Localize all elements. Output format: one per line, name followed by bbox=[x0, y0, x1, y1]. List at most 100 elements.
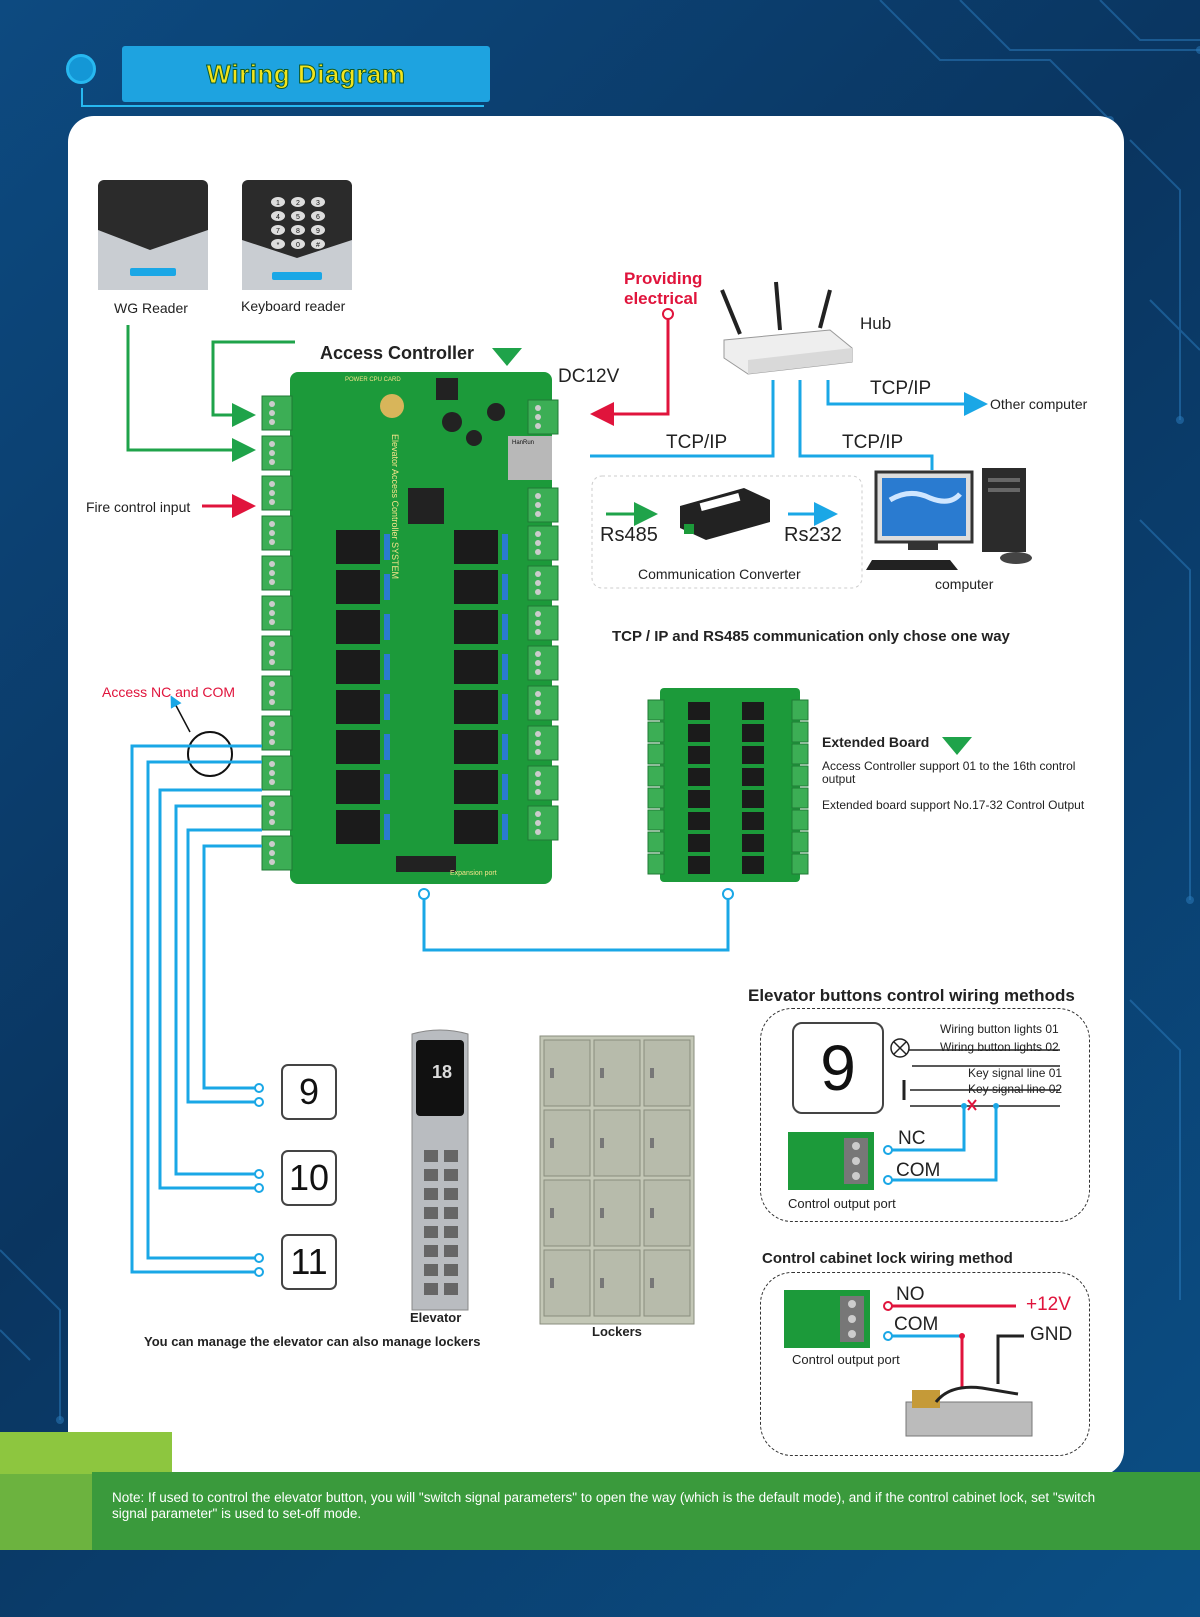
terminal-block bbox=[261, 595, 293, 631]
detail-button-9: 9 bbox=[792, 1022, 884, 1114]
keypad-key bbox=[291, 225, 305, 235]
keypad-key-label: 5 bbox=[296, 214, 300, 221]
other-computer-label: Other computer bbox=[990, 396, 1088, 412]
keypad-key-label: 6 bbox=[316, 214, 320, 221]
no-label: NO bbox=[896, 1284, 925, 1305]
cabinet-wiring-frame bbox=[760, 1272, 1090, 1456]
keypad-key-label: 7 bbox=[276, 228, 280, 235]
nc-label: NC bbox=[898, 1128, 926, 1149]
computer-icon bbox=[866, 468, 1032, 570]
relay bbox=[336, 770, 380, 804]
elevator-key bbox=[424, 1283, 438, 1295]
keypad-key bbox=[291, 197, 305, 207]
elevator-key bbox=[444, 1188, 458, 1200]
terminal-block bbox=[527, 605, 559, 641]
note-bar bbox=[92, 1472, 1200, 1550]
elevator-key bbox=[444, 1169, 458, 1181]
cabinet-wiring-detail bbox=[784, 1290, 1033, 1437]
extended-line-2: Extended board support No.17-32 Control … bbox=[822, 798, 1085, 812]
floor-button-9: 9 bbox=[281, 1064, 337, 1120]
elevator-key bbox=[424, 1226, 438, 1238]
elevator-key bbox=[424, 1207, 438, 1219]
board-silk-top: POWER CPU CARD bbox=[345, 377, 401, 383]
elevator-com-label: COM bbox=[896, 1160, 941, 1181]
elevator-wiring-frame bbox=[760, 1008, 1090, 1222]
relay bbox=[454, 690, 498, 724]
relay-array bbox=[336, 530, 508, 844]
elevator-panel-icon bbox=[411, 1029, 469, 1311]
elevator-key bbox=[444, 1226, 458, 1238]
keypad-key-label: 4 bbox=[276, 214, 280, 221]
keypad-key bbox=[311, 211, 325, 221]
hub-router-icon bbox=[720, 281, 853, 375]
keypad-key-label: * bbox=[277, 242, 280, 249]
relay bbox=[336, 610, 380, 644]
elevator-port-label: Control output port bbox=[788, 1196, 896, 1211]
keypad-key-label: # bbox=[316, 242, 320, 249]
keypad-key bbox=[271, 197, 285, 207]
floor-button-10-label: 10 bbox=[288, 1157, 330, 1198]
lights-01-label: Wiring button lights 01 bbox=[940, 1022, 1059, 1036]
ext-relay bbox=[688, 702, 710, 720]
ext-relay bbox=[742, 812, 764, 830]
elevator-key bbox=[424, 1188, 438, 1200]
footer-note: Note: If used to control the elevator bu… bbox=[112, 1490, 1096, 1521]
access-controller-board bbox=[261, 372, 559, 884]
computer-label: computer bbox=[935, 576, 994, 592]
wg-reader-icon bbox=[98, 180, 208, 290]
title-bullet-icon bbox=[66, 54, 96, 84]
keyboard-reader-icon bbox=[242, 180, 352, 290]
lockers-label: Lockers bbox=[592, 1324, 642, 1339]
extended-relays bbox=[647, 699, 809, 875]
board-silk-text: Elevator Access Controller SYSTEM bbox=[390, 434, 400, 580]
relay bbox=[454, 570, 498, 604]
keypad-key bbox=[271, 225, 285, 235]
terminal-block bbox=[261, 675, 293, 711]
access-nc-com-label: Access NC and COM bbox=[102, 684, 236, 700]
keypad-key-label: 2 bbox=[296, 200, 300, 207]
down-triangle-icon bbox=[492, 348, 522, 366]
relay bbox=[454, 730, 498, 764]
keypad-key-label: 8 bbox=[296, 228, 300, 235]
ext-relay bbox=[688, 790, 710, 808]
converter-label: Communication Converter bbox=[638, 566, 801, 582]
green-corner-tab-2 bbox=[0, 1474, 92, 1550]
page-title: Wiring Diagram bbox=[206, 58, 406, 89]
cabinet-wiring-title: Control cabinet lock wiring method bbox=[762, 1250, 1013, 1267]
hub-label: Hub bbox=[860, 314, 892, 333]
wg-reader-label: WG Reader bbox=[114, 300, 188, 316]
keypad-key bbox=[311, 239, 325, 249]
keypad-key bbox=[271, 239, 285, 249]
dc12v-label: DC12V bbox=[558, 366, 620, 387]
tcpip-label-other: TCP/IP bbox=[870, 378, 932, 399]
elevator-key bbox=[444, 1207, 458, 1219]
keypad-key-label: 1 bbox=[276, 200, 280, 207]
relay bbox=[336, 650, 380, 684]
terminal-block bbox=[261, 835, 293, 871]
keypad-key bbox=[291, 211, 305, 221]
ext-relay bbox=[688, 856, 710, 874]
cabinet-com-label: COM bbox=[894, 1314, 939, 1335]
rs232-label: Rs232 bbox=[784, 524, 842, 546]
floor-button-10: 10 bbox=[281, 1150, 337, 1206]
fire-control-label: Fire control input bbox=[86, 499, 191, 515]
terminal-block bbox=[261, 515, 293, 551]
plus12v-label: +12V bbox=[1026, 1294, 1071, 1315]
keyboard-reader-label: Keyboard reader bbox=[241, 298, 346, 314]
ext-relay bbox=[688, 812, 710, 830]
terminal-block bbox=[261, 435, 293, 471]
ext-relay bbox=[742, 768, 764, 786]
terminal-block bbox=[261, 715, 293, 751]
elevator-label: Elevator bbox=[410, 1310, 462, 1325]
lights-02-label: Wiring button lights 02 bbox=[940, 1040, 1059, 1054]
elevator-key bbox=[444, 1283, 458, 1295]
gnd-label: GND bbox=[1030, 1324, 1073, 1345]
terminal-block bbox=[261, 555, 293, 591]
rs485-label: Rs485 bbox=[600, 524, 658, 546]
terminal-block bbox=[527, 725, 559, 761]
terminal-block bbox=[261, 395, 293, 431]
keypad-key-label: 0 bbox=[296, 242, 300, 249]
terminal-block bbox=[527, 765, 559, 801]
